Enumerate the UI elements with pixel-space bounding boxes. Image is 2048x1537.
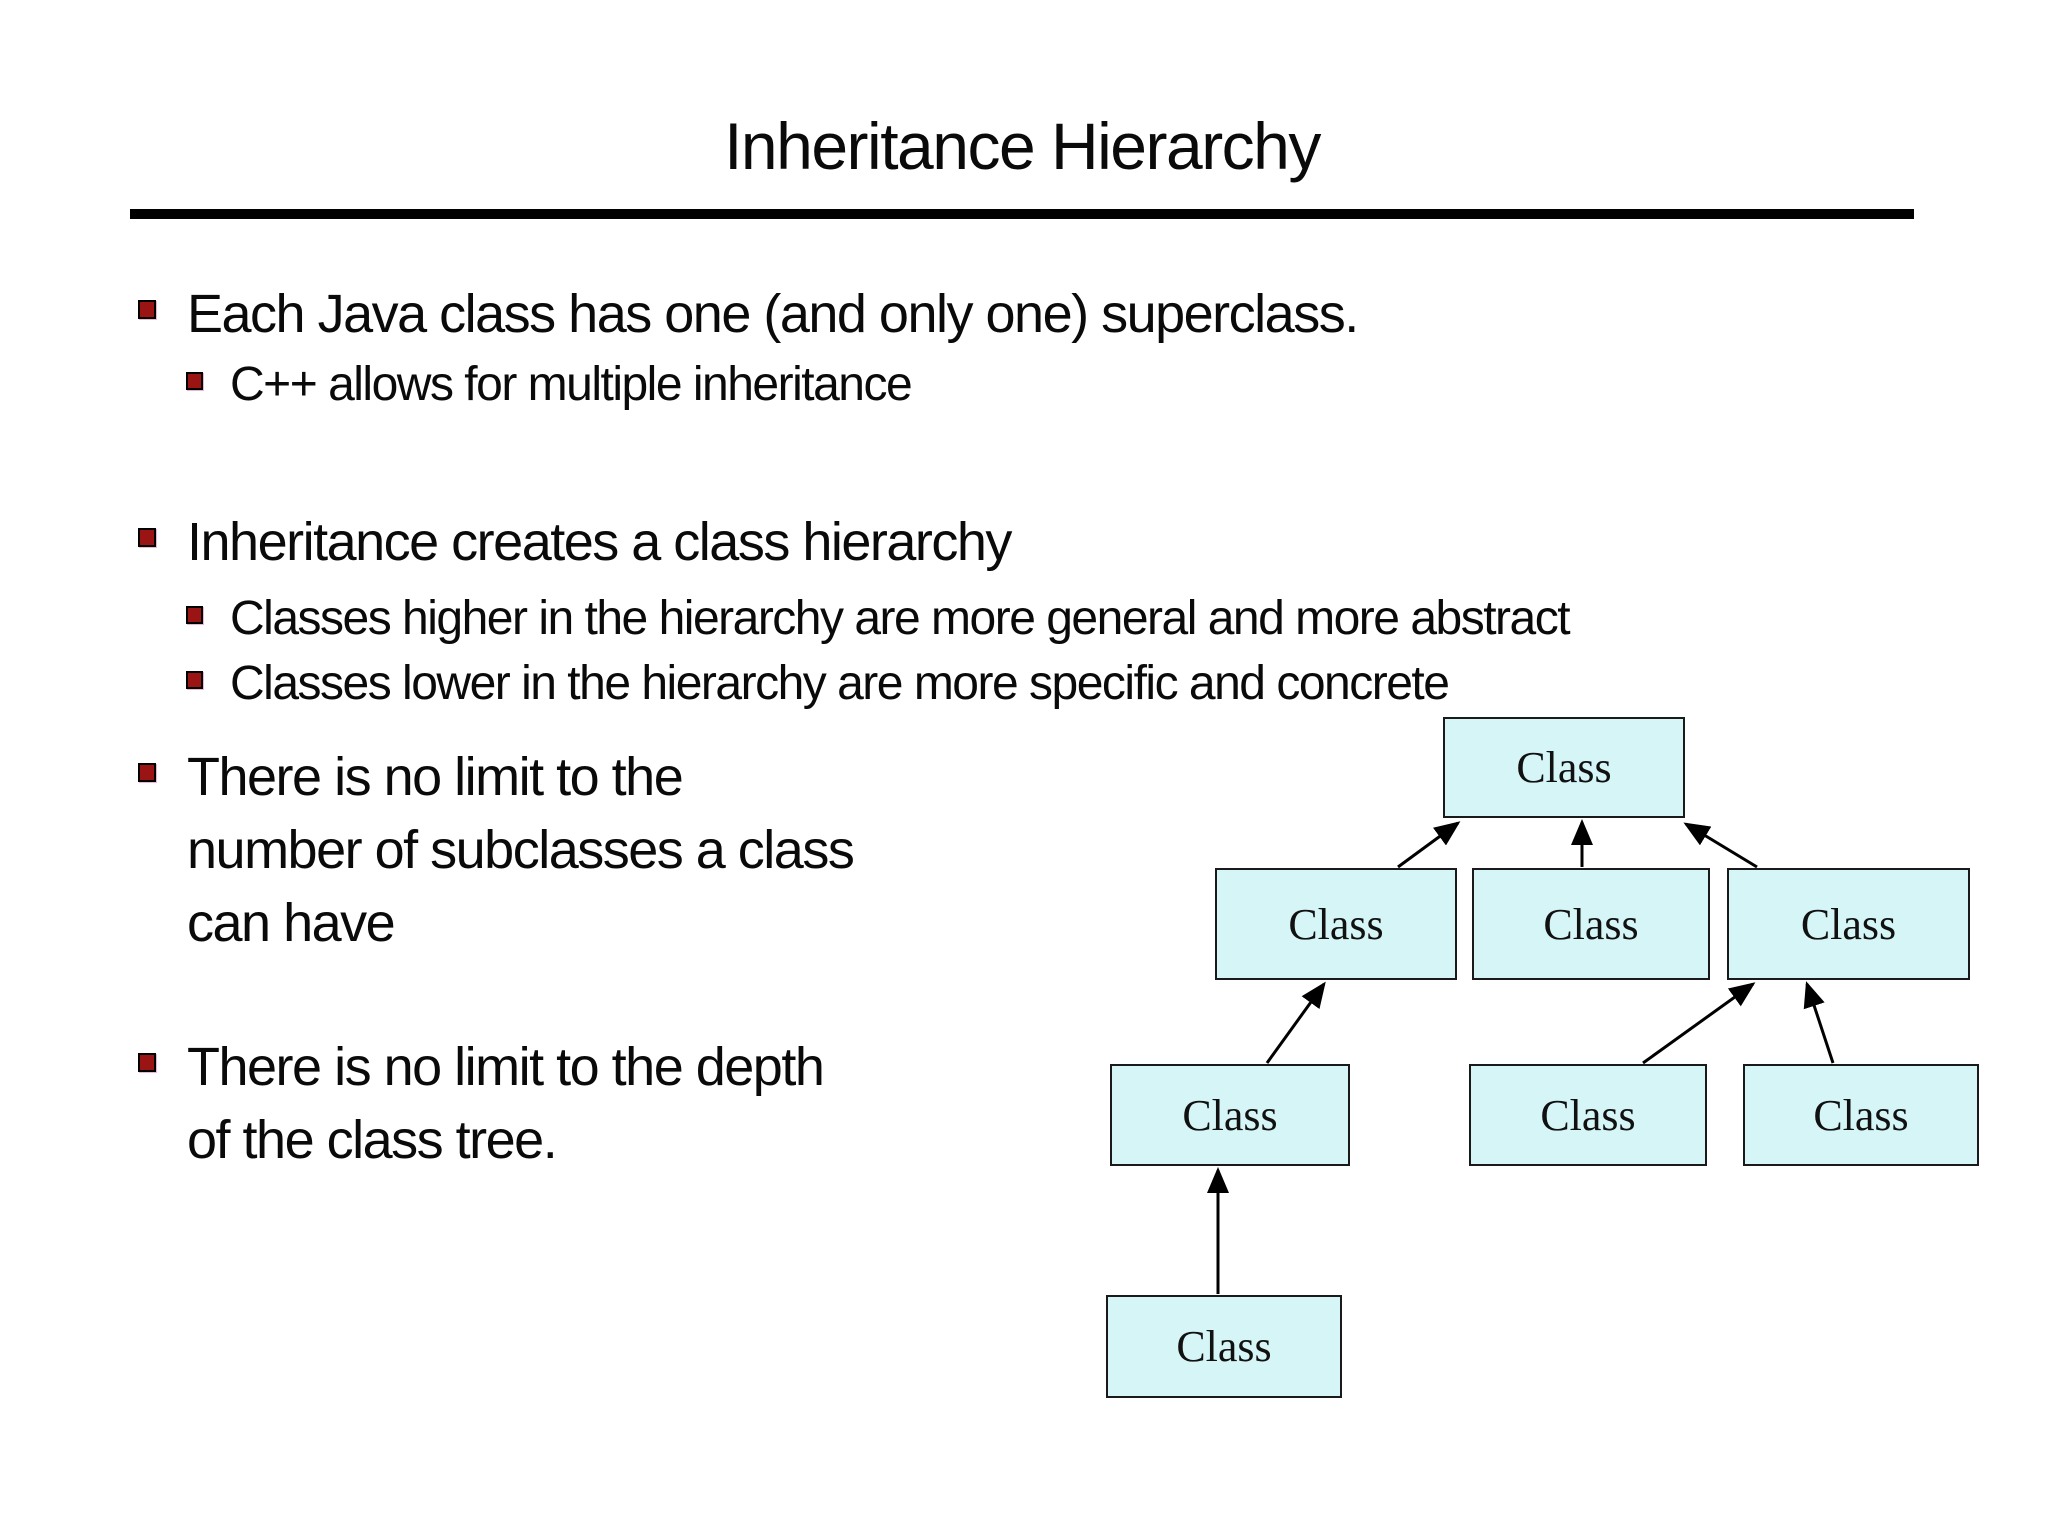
bullet-square-icon (138, 1053, 156, 1072)
class-box-label: Class (1516, 743, 1612, 792)
arrow-midleft-root (1397, 821, 1461, 869)
bullet-text: Classes higher in the hierarchy are more… (230, 592, 1571, 645)
class-box-bottom-center: Class (1469, 1064, 1707, 1166)
bullet-text: Each Java class has one (and only one) s… (187, 284, 1359, 344)
class-box-label: Class (1800, 899, 1897, 949)
bullet-item: There is no limit to the depth of the cl… (138, 1031, 825, 1177)
title-underline (130, 209, 1914, 219)
class-box-label: Class (1176, 1322, 1272, 1371)
bullet-item: There is no limit to the number of subcl… (138, 741, 855, 960)
bullet-text-line: of the class tree. (187, 1110, 558, 1170)
class-box-lowest: Class (1106, 1295, 1342, 1398)
bullet-item: Classes higher in the hierarchy are more… (186, 589, 1571, 649)
bullet-item: Classes lower in the hierarchy are more … (186, 654, 1450, 714)
class-box-bottom-left: Class (1110, 1064, 1350, 1166)
bullet-square-icon (138, 300, 156, 319)
bullet-text: Inheritance creates a class hierarchy (187, 512, 1012, 572)
bullet-item: Inheritance creates a class hierarchy (138, 506, 1012, 579)
bullet-square-icon (186, 372, 203, 390)
bullet-square-icon (138, 763, 156, 782)
class-box-label: Class (1540, 1090, 1636, 1140)
arrow-midright-root (1683, 822, 1758, 869)
class-box-label: Class (1543, 899, 1639, 949)
bullet-item: C++ allows for multiple inheritance (186, 355, 913, 415)
bullet-text: Classes lower in the hierarchy are more … (230, 657, 1450, 710)
bullet-text-line: number of subclasses a class (187, 820, 855, 880)
arrow-bottomleft-midleft (1265, 981, 1326, 1064)
class-box-bottom-right: Class (1743, 1064, 1979, 1166)
class-box-root: Class (1443, 717, 1685, 818)
bullet-square-icon (186, 671, 203, 689)
class-box-mid-right: Class (1727, 868, 1970, 980)
bullet-square-icon (186, 606, 203, 624)
class-box-label: Class (1182, 1090, 1278, 1140)
class-box-label: Class (1813, 1090, 1909, 1140)
bullet-square-icon (138, 528, 156, 547)
page-title: Inheritance Hierarchy (724, 109, 1321, 183)
bullet-item: Each Java class has one (and only one) s… (138, 278, 1359, 351)
arrow-bottomcenter-midright (1642, 982, 1756, 1065)
bullet-text: C++ allows for multiple inheritance (230, 358, 913, 411)
class-box-label: Class (1288, 899, 1384, 949)
arrow-bottomright-midright (1803, 981, 1835, 1064)
bullet-text-line: There is no limit to the (187, 747, 684, 807)
class-box-mid-center: Class (1472, 868, 1710, 980)
bullet-text-line: There is no limit to the depth (187, 1037, 825, 1097)
class-box-mid-left: Class (1215, 868, 1457, 980)
bullet-text-line: can have (187, 893, 396, 953)
